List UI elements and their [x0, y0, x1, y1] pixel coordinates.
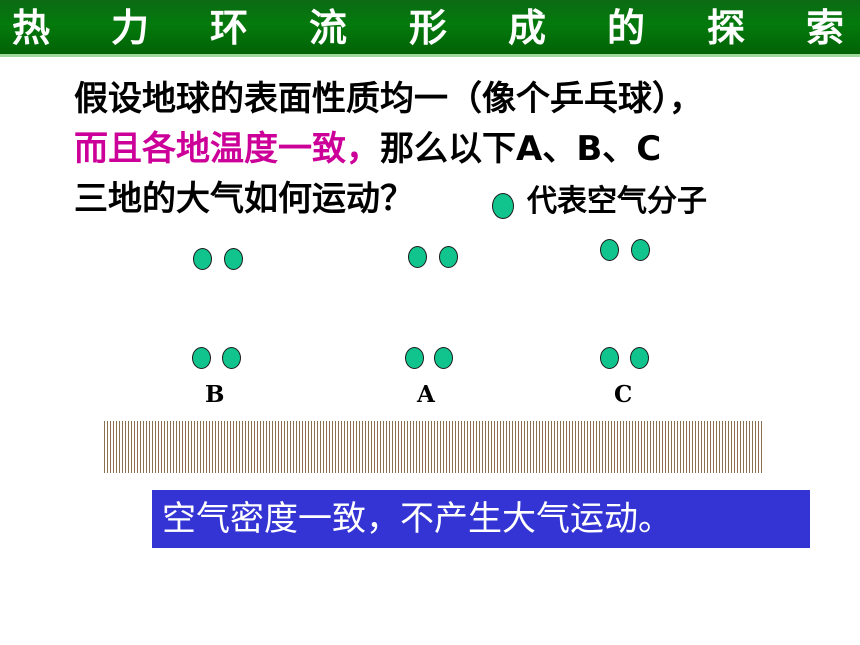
air-molecule-c-upper — [600, 239, 619, 261]
legend-molecule-icon — [492, 193, 514, 219]
title-char: 探 — [707, 5, 746, 50]
air-molecule-c-upper — [631, 239, 650, 261]
title-char: 环 — [210, 5, 249, 50]
air-molecule-a-lower — [434, 347, 453, 369]
site-label-c: C — [614, 381, 633, 408]
air-molecule-b-upper — [193, 248, 212, 270]
title-bar: 热 力 环 流 形 成 的 探 索 — [0, 0, 860, 57]
air-molecule-b-lower — [192, 347, 211, 369]
air-molecule-a-upper — [439, 246, 458, 268]
question-line-1: 假设地球的表面性质均一（像个乒乓球）， — [74, 79, 703, 119]
answer-box: 空气密度一致，不产生大气运动。 — [152, 490, 810, 548]
title-char: 流 — [309, 5, 348, 50]
legend-text: 代表空气分子 — [527, 184, 707, 219]
air-molecule-b-lower — [222, 347, 241, 369]
air-molecule-a-lower — [405, 347, 424, 369]
title-char: 热 — [12, 5, 51, 50]
question-highlight: 而且各地温度一致， — [74, 129, 380, 169]
question-text: 假设地球的表面性质均一（像个乒乓球）， 而且各地温度一致，那么以下A、B、C 三… — [74, 74, 834, 224]
ground-surface — [104, 421, 764, 473]
air-molecule-b-upper — [224, 248, 243, 270]
question-line-2: 而且各地温度一致，那么以下A、B、C — [74, 124, 834, 174]
air-molecule-c-lower — [630, 347, 649, 369]
air-molecule-c-lower — [600, 347, 619, 369]
title-char: 索 — [806, 5, 845, 50]
title-char: 力 — [111, 5, 150, 50]
air-molecule-a-upper — [408, 246, 427, 268]
title-char: 的 — [607, 5, 646, 50]
question-line-3: 三地的大气如何运动？ — [74, 179, 414, 219]
question-line-2-rest: 那么以下A、B、C — [380, 129, 662, 169]
title-char: 成 — [508, 5, 547, 50]
title-char: 形 — [409, 5, 448, 50]
site-label-b: B — [205, 381, 225, 408]
site-label-a: A — [417, 381, 435, 408]
